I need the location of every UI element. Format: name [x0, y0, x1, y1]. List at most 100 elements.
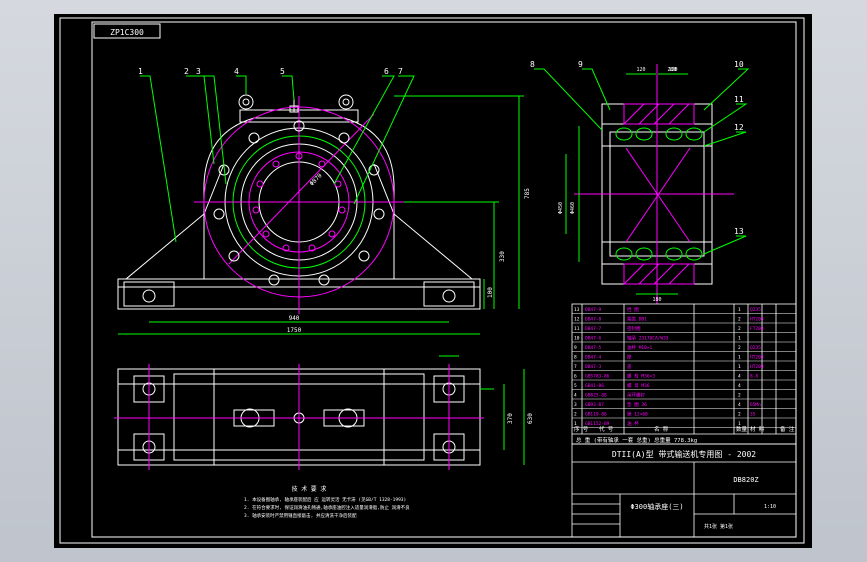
- part-name: Φ300轴承座(三): [630, 502, 683, 511]
- bom-cell-mat: 65Mn: [750, 402, 761, 408]
- svg-text:370: 370: [507, 413, 514, 424]
- front-balloons: 1 2 3 4 5 6 7: [138, 67, 403, 76]
- svg-text:3. 轴承安装时严禁用锤直接敲击, 并应清洗干净后装配: 3. 轴承安装时严禁用锤直接敲击, 并应清洗干净后装配: [244, 512, 357, 519]
- bom-cell-no: 12: [574, 317, 580, 323]
- front-bolt-holes: [213, 120, 385, 286]
- bom-cell-code: DB47-4: [585, 355, 602, 361]
- svg-text:1750: 1750: [287, 327, 302, 334]
- bom-cell-mat: FT200: [750, 326, 764, 332]
- bom-cell-code: GB93-87: [585, 402, 604, 408]
- bom-cell-mat: HT200: [750, 317, 764, 323]
- bom-cell-code: DB47-3: [585, 364, 602, 370]
- bom-cell-qty: 1: [738, 355, 741, 361]
- title-main: DTII(A)型 带式输送机专用图 - 2002: [612, 449, 756, 459]
- bom-cell-name: 吊环螺钉: [627, 392, 645, 399]
- bom-cell-code: DB47-8: [585, 317, 602, 323]
- bom-header: 序 号 代 号 名 称 数量 材 料 备 注: [574, 425, 795, 433]
- title-block: [571, 443, 797, 538]
- svg-text:6: 6: [384, 67, 389, 76]
- bom-cell-qty: 2: [738, 345, 741, 351]
- bom-cell-qty: 1: [738, 364, 741, 370]
- notes: 1. 本设备图轴承, 轴承座装配后 应 运转灵活 无卡滞 (见GB/T 1328…: [244, 496, 410, 519]
- bom-cell-no: 1: [574, 421, 577, 427]
- bom-cell-no: 7: [574, 364, 577, 370]
- svg-text:材 料: 材 料: [750, 425, 765, 433]
- bom-cell-no: 8: [574, 355, 577, 361]
- front-leaders: [140, 75, 415, 243]
- svg-text:200: 200: [667, 67, 676, 73]
- bom-cell-no: 6: [574, 374, 577, 380]
- bom-cell-name: 垫 圈 36: [627, 401, 647, 408]
- inner-frame: [91, 21, 797, 538]
- bom-cell-qty: 1: [738, 421, 741, 427]
- bom-cell-no: 11: [574, 326, 580, 332]
- weight-row: 总 重 (带有轴承 一套 总重) 总重量 778.3kg: [576, 436, 697, 444]
- side-leaders: [534, 68, 750, 295]
- svg-text:13: 13: [734, 227, 744, 236]
- bom-cell-mat: HT200: [750, 364, 764, 370]
- bom-cell-no: 13: [574, 307, 580, 313]
- svg-text:5: 5: [280, 67, 285, 76]
- side-dim-text: 200 120 120 180 Φ460 Φ450: [558, 67, 678, 303]
- svg-text:12: 12: [734, 123, 744, 132]
- bom-cell-no: 9: [574, 345, 577, 351]
- plan-dims: [439, 355, 525, 465]
- side-hatch: [574, 64, 734, 304]
- svg-text:序 号: 序 号: [574, 425, 589, 433]
- bom-cell-mat: Q235: [750, 345, 761, 351]
- cad-drawing: ZP1C300: [59, 17, 805, 544]
- sheet: 共1张 第1张: [704, 523, 733, 530]
- front-bore: [194, 96, 404, 314]
- svg-text:120: 120: [668, 67, 677, 73]
- bom-cell-code: DB47-7: [585, 326, 602, 332]
- svg-text:Φ450: Φ450: [558, 202, 564, 214]
- bom-cell-code: GB1152-89: [585, 421, 610, 427]
- drawing-canvas[interactable]: ZP1C300: [54, 14, 812, 548]
- svg-text:备 注: 备 注: [780, 425, 795, 433]
- bom-cell-qty: 2: [738, 317, 741, 323]
- bom-cell-qty: 1: [738, 336, 741, 342]
- scale: 1:10: [764, 504, 776, 510]
- bom-cell-name: 螺 栓 M36×3: [627, 373, 655, 380]
- bom-cell-qty: 2: [738, 393, 741, 399]
- svg-text:10: 10: [734, 60, 744, 69]
- front-dims: [118, 95, 524, 335]
- bom-cell-no: 4: [574, 393, 577, 399]
- bom-cell-code: DB47-5: [585, 345, 602, 351]
- bom-cell-name: 轴承 23176CA/W33: [627, 335, 669, 342]
- svg-text:8: 8: [530, 60, 535, 69]
- svg-text:630: 630: [527, 413, 534, 424]
- side-balloons: 8 9 10 11 12 13: [530, 60, 744, 236]
- drawing-number: DB820Z: [733, 476, 758, 484]
- svg-text:名 称: 名 称: [654, 425, 669, 433]
- bom-cell-code: GB41-86: [585, 383, 604, 389]
- svg-text:100: 100: [487, 287, 494, 298]
- bom-cell-qty: 4: [738, 383, 741, 389]
- bom-cell-qty: 4: [738, 402, 741, 408]
- svg-text:9: 9: [578, 60, 583, 69]
- svg-text:Φ870: Φ870: [308, 172, 323, 187]
- code-box-text: ZP1C300: [110, 28, 144, 37]
- bom-cell-no: 3: [574, 402, 577, 408]
- svg-text:11: 11: [734, 95, 744, 104]
- bom-cell-name: 销 12×60: [627, 411, 648, 418]
- bom-cell-name: 密封圈: [627, 325, 641, 332]
- svg-text:2. 在符合要求时, 保证润滑油孔畅通,轴承座油腔注入适量润: 2. 在符合要求时, 保证润滑油孔畅通,轴承座油腔注入适量润滑脂,防止 润滑不良: [244, 504, 410, 511]
- bom-cell-name: 端盖 DB1: [627, 316, 647, 323]
- bom-cell-code: GB5783-86: [585, 374, 610, 380]
- bom-cell-mat: HT200: [750, 355, 764, 361]
- bom-cell-name: 盖: [627, 363, 632, 370]
- bom-cell-no: 2: [574, 412, 577, 418]
- outer-frame: [59, 17, 805, 544]
- bom-cell-name: 挡 圈: [627, 306, 639, 313]
- svg-text:1: 1: [138, 67, 143, 76]
- bom-cell-no: 5: [574, 383, 577, 389]
- bom-cell-name: 螺 母 M36: [627, 382, 650, 389]
- svg-text:3: 3: [196, 67, 201, 76]
- plan-dim-text: 630 370: [507, 413, 534, 424]
- svg-text:数量: 数量: [736, 425, 748, 433]
- svg-text:代 号: 代 号: [599, 425, 614, 433]
- svg-text:2: 2: [184, 67, 189, 76]
- svg-text:Φ460: Φ460: [570, 202, 576, 214]
